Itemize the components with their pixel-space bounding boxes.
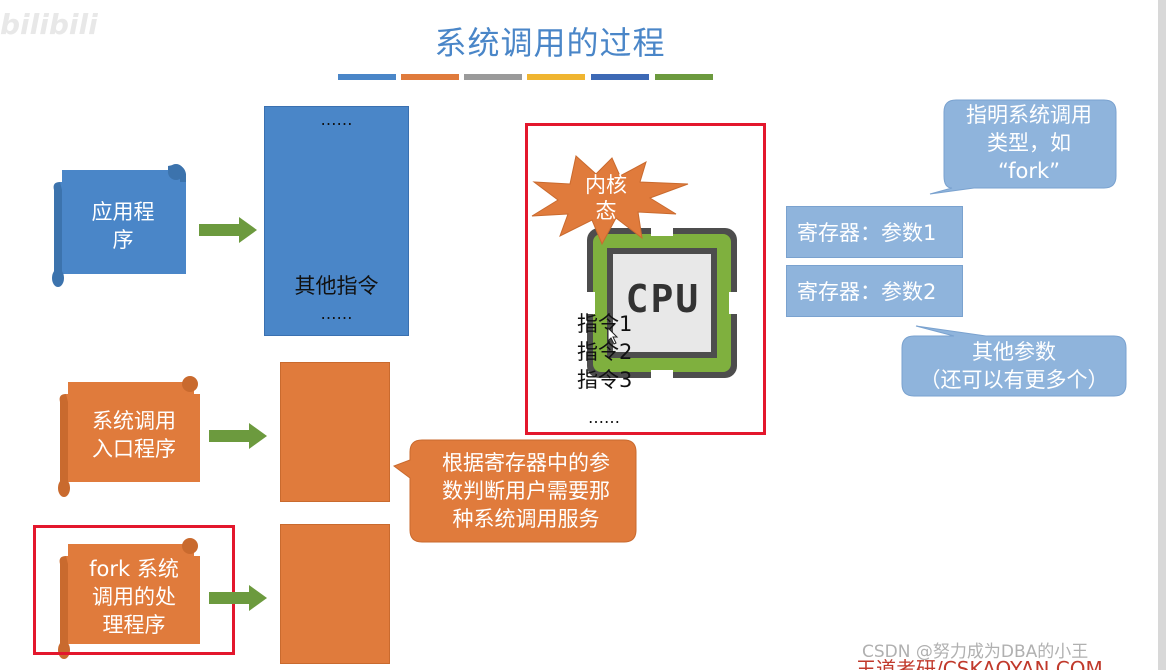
syscall-entry-line1: 系统调用 bbox=[92, 409, 176, 433]
dispatch-note: 根据寄存器中的参 数判断用户需要那 种系统调用服务 bbox=[414, 444, 638, 538]
instruction-3: 指令3 bbox=[577, 368, 633, 392]
app-program-line1: 应用程 bbox=[91, 200, 155, 224]
callout-type-line3: “fork” bbox=[997, 159, 1061, 183]
cpu-chip-icon bbox=[583, 224, 741, 382]
fork-handler-line2: 调用的处 bbox=[92, 585, 176, 609]
callout-other: 其他参数 （还可以有更多个） bbox=[902, 336, 1126, 396]
callout-other-line1: 其他参数 bbox=[972, 340, 1056, 364]
window-edge bbox=[1158, 0, 1166, 670]
arrow-fork-to-block bbox=[209, 585, 267, 611]
callout-other-bubble-shape bbox=[901, 325, 1127, 397]
memory-top-dots: …… bbox=[320, 110, 353, 129]
kernel-mode-label: 内核 态 bbox=[575, 172, 637, 224]
callout-type-line1: 指明系统调用 bbox=[966, 103, 1092, 127]
callout-type: 指明系统调用 类型，如 “fork” bbox=[944, 100, 1114, 186]
arrow-entry-to-block bbox=[209, 423, 267, 449]
register-param-1: 寄存器：参数1 bbox=[786, 206, 963, 258]
app-program-line2: 序 bbox=[112, 228, 134, 252]
mouse-cursor-icon bbox=[607, 327, 619, 345]
kernel-mode-burst-shape bbox=[531, 155, 689, 246]
dispatch-note-line3: 种系统调用服务 bbox=[452, 507, 600, 531]
syscall-entry-scroll-shape bbox=[58, 376, 200, 497]
syscall-entry-line2: 入口程序 bbox=[92, 437, 176, 461]
site-watermark: 王道考研/CSKAOYAN.COM bbox=[856, 657, 1103, 670]
header-bar-4 bbox=[527, 74, 585, 80]
app-scroll-shape bbox=[52, 164, 186, 287]
syscall-entry-block bbox=[280, 362, 390, 502]
dispatch-note-bubble-shape bbox=[392, 439, 637, 543]
kernel-mode-line2: 态 bbox=[595, 199, 617, 223]
header-bar-6 bbox=[655, 74, 713, 80]
fork-handler-line3: 理程序 bbox=[102, 613, 166, 637]
callout-other-line2: （还可以有更多个） bbox=[919, 368, 1109, 392]
kernel-mode-line1: 内核 bbox=[585, 173, 627, 197]
fork-handler-label: fork 系统 调用的处 理程序 bbox=[70, 552, 198, 642]
callout-type-line2: 类型，如 bbox=[987, 131, 1071, 155]
fork-handler-line1: fork 系统 bbox=[89, 557, 179, 581]
app-program-label: 应用程 序 bbox=[64, 190, 182, 262]
header-bar-1 bbox=[338, 74, 396, 80]
callout-type-bubble-shape bbox=[929, 99, 1117, 195]
fork-handler-scroll-shape bbox=[58, 538, 200, 659]
instruction-1: 指令1 bbox=[577, 312, 633, 336]
dispatch-note-line1: 根据寄存器中的参 bbox=[442, 451, 610, 475]
header-bar-3 bbox=[464, 74, 522, 80]
fork-highlight-box bbox=[33, 525, 235, 655]
syscall-entry-label: 系统调用 入口程序 bbox=[70, 400, 198, 470]
instruction-2: 指令2 bbox=[577, 340, 633, 364]
register-param-2: 寄存器：参数2 bbox=[786, 265, 963, 317]
memory-bottom-dots: …… bbox=[320, 304, 353, 323]
cpu-highlight-box bbox=[525, 123, 766, 435]
instruction-list: 指令1 指令2 指令3 bbox=[577, 310, 632, 394]
app-memory-block bbox=[264, 106, 409, 336]
bilibili-watermark: bilibili bbox=[0, 8, 98, 41]
header-bar-5 bbox=[591, 74, 649, 80]
header-bar-2 bbox=[401, 74, 459, 80]
instruction-dots: …… bbox=[588, 408, 620, 427]
page-title: 系统调用的过程 bbox=[434, 24, 666, 62]
memory-other-instructions: 其他指令 bbox=[294, 274, 379, 298]
fork-handler-block bbox=[280, 524, 390, 664]
dispatch-note-line2: 数判断用户需要那 bbox=[442, 479, 610, 503]
arrow-app-to-memory bbox=[199, 217, 257, 243]
csdn-watermark: CSDN @努力成为DBA的小王 bbox=[862, 642, 1089, 662]
cpu-label: CPU bbox=[625, 277, 701, 321]
